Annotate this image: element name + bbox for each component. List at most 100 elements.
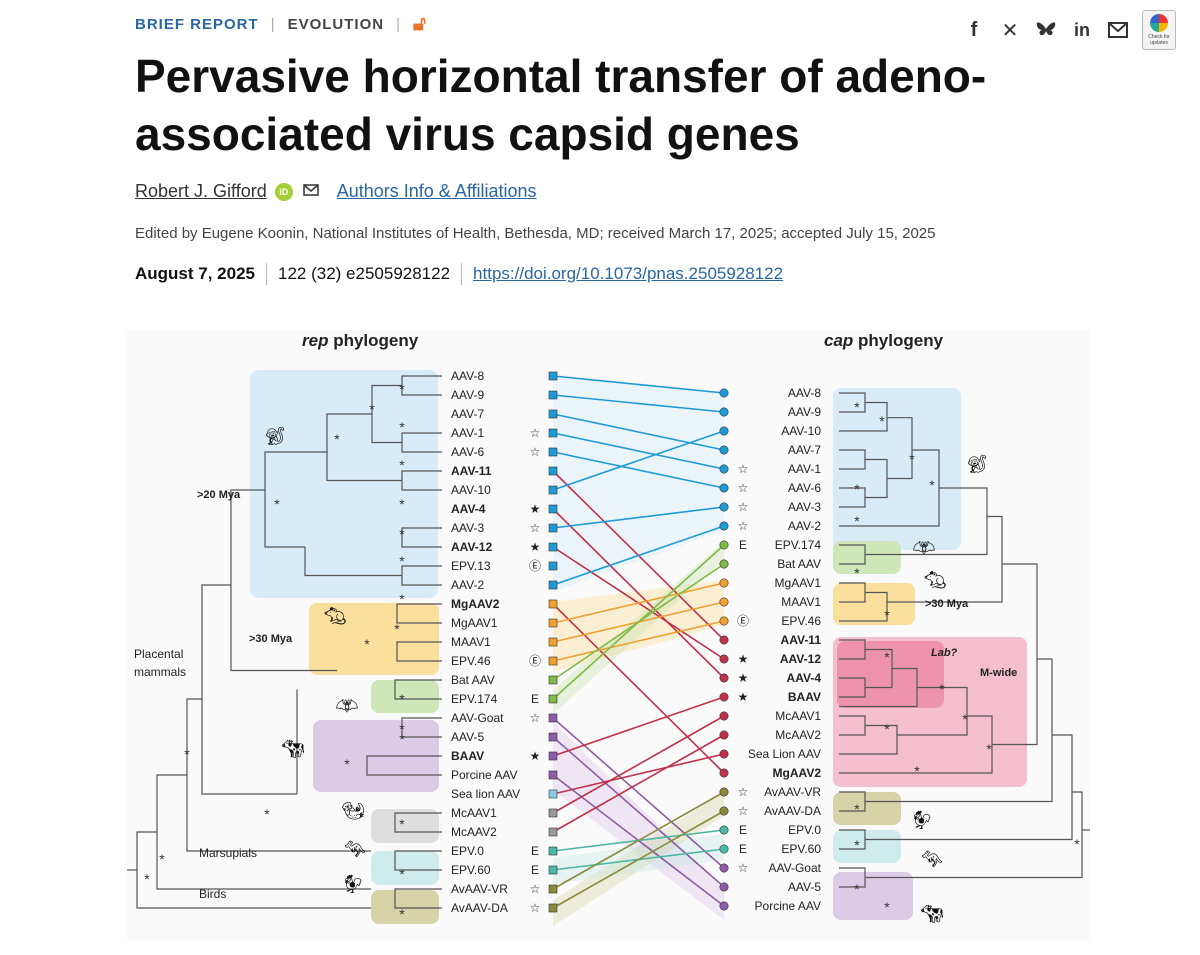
node-asterisk: * <box>369 401 375 417</box>
cap-taxon-label: AAV-9 <box>788 405 821 419</box>
cap-tip-marker <box>719 521 729 531</box>
kangaroo-icon: 🦘︎ <box>921 849 944 869</box>
rep-tip-marker <box>548 409 558 419</box>
transfer-link <box>552 736 725 888</box>
rooster-icon: 🐓︎ <box>342 874 365 894</box>
transfer-link <box>552 451 725 489</box>
linkedin-icon[interactable]: in <box>1074 19 1090 40</box>
node-asterisk: * <box>159 851 165 867</box>
cap-tip-marker <box>719 673 729 683</box>
x-icon[interactable]: ✕ <box>1001 19 1019 42</box>
cap-tip-marker <box>719 863 729 873</box>
primate-link-band <box>553 374 724 592</box>
article-section[interactable]: EVOLUTION <box>287 15 385 33</box>
node-asterisk: * <box>394 621 400 637</box>
rep-branch <box>396 603 442 624</box>
node-asterisk: * <box>399 731 405 747</box>
cap-mya30-label: >30 Mya <box>925 598 969 610</box>
node-asterisk: * <box>264 806 270 822</box>
cap-branch <box>887 515 1003 603</box>
cap-taxon-marker: ★ <box>738 671 749 685</box>
rep-avian-clade-box <box>371 890 439 924</box>
rep-tip-marker <box>548 789 558 799</box>
check-updates-label: Check for updates <box>1148 34 1170 46</box>
article-type[interactable]: BRIEF REPORT <box>135 15 259 33</box>
rep-branch <box>304 547 402 577</box>
node-asterisk: * <box>399 496 405 512</box>
rep-tip-marker <box>548 504 558 514</box>
node-asterisk: * <box>909 451 915 467</box>
rep-taxon-marker: ☆ <box>530 711 541 725</box>
rep-branch <box>401 527 442 548</box>
rep-tip-marker <box>548 675 558 685</box>
cap-branch <box>865 487 988 556</box>
node-asterisk: * <box>184 746 190 762</box>
rooster-icon: 🐓︎ <box>911 810 934 830</box>
node-asterisk: * <box>399 381 405 397</box>
rep-tip-marker <box>548 865 558 875</box>
monkey-icon: 🐒︎ <box>264 426 287 446</box>
cap-taxon-marker: ☆ <box>738 861 749 875</box>
doi-link[interactable]: https://doi.org/10.1073/pnas.2505928122 <box>473 264 784 283</box>
authors-info-link[interactable]: Authors Info & Affiliations <box>336 181 537 201</box>
orcid-icon[interactable]: iD <box>274 182 293 201</box>
cap-taxon-label: AAV-11 <box>781 633 822 647</box>
divider <box>461 263 463 285</box>
divider: | <box>270 15 276 33</box>
lab-label: Lab? <box>931 647 958 659</box>
rep-taxon-label: Bat AAV <box>451 673 495 687</box>
facebook-icon[interactable]: f <box>970 18 978 41</box>
bluesky-icon[interactable] <box>1034 18 1058 42</box>
transfer-link <box>552 544 725 700</box>
cap-tip-marker <box>719 426 729 436</box>
transfer-link <box>552 582 725 624</box>
rep-rodent-clade-box <box>309 603 439 675</box>
transfer-link <box>552 810 725 909</box>
email-icon[interactable] <box>1106 18 1130 42</box>
edited-line: Edited by Eugene Koonin, National Instit… <box>135 225 936 242</box>
transfer-link <box>552 717 725 869</box>
rep-taxon-label: AAV-11 <box>451 464 492 478</box>
rep-tip-marker <box>548 561 558 571</box>
cap-branch <box>839 724 898 755</box>
rep-taxon-marker: ☆ <box>530 901 541 915</box>
author-link[interactable]: Robert J. Gifford <box>135 181 267 201</box>
transfer-link <box>552 715 725 814</box>
node-asterisk: * <box>144 871 150 887</box>
node-asterisk: * <box>399 906 405 922</box>
check-for-updates-button[interactable]: Check for updates <box>1142 10 1176 50</box>
cap-tip-marker <box>719 483 729 493</box>
node-asterisk: * <box>929 477 935 493</box>
node-asterisk: * <box>399 691 405 707</box>
rodent-icon: 🐀︎ <box>324 606 347 626</box>
transfer-link <box>552 413 725 451</box>
cow-icon: 🐄︎ <box>921 904 944 924</box>
rep-branch <box>326 413 402 482</box>
cap-taxon-marker: E <box>739 842 747 856</box>
figure-1[interactable]: ****************************************… <box>127 330 1090 940</box>
publication-date: August 7, 2025 <box>135 264 255 283</box>
cap-taxon-label: Sea Lion AAV <box>748 747 821 761</box>
rep-taxon-label: EPV.46 <box>451 654 491 668</box>
divider <box>266 263 267 285</box>
rep-taxon-label: AAV-2 <box>451 578 484 592</box>
author-email-icon[interactable] <box>302 183 319 201</box>
cap-lab-clade-box <box>837 641 944 708</box>
open-access-icon: 🔓︎ <box>413 13 427 35</box>
rep-taxon-marker: ☆ <box>530 521 541 535</box>
cap-taxon-label: AAV-10 <box>781 424 821 438</box>
cap-tip-marker <box>719 711 729 721</box>
transfer-link <box>552 430 725 491</box>
transfer-link <box>552 696 725 757</box>
check-updates-icon <box>1150 14 1168 32</box>
cap-taxon-marker: Ⓔ <box>737 614 749 628</box>
cap-taxon-label: AAV-8 <box>788 386 821 400</box>
transfer-link <box>552 506 725 529</box>
rep-primate-clade-box <box>250 370 438 598</box>
cap-tip-marker <box>719 388 729 398</box>
rep-tip-marker <box>548 485 558 495</box>
cap-taxon-label: AAV-4 <box>787 671 822 685</box>
rep-tip-marker <box>548 751 558 761</box>
rep-taxon-marker: ★ <box>530 502 541 516</box>
placental-label: Placental <box>134 647 183 661</box>
